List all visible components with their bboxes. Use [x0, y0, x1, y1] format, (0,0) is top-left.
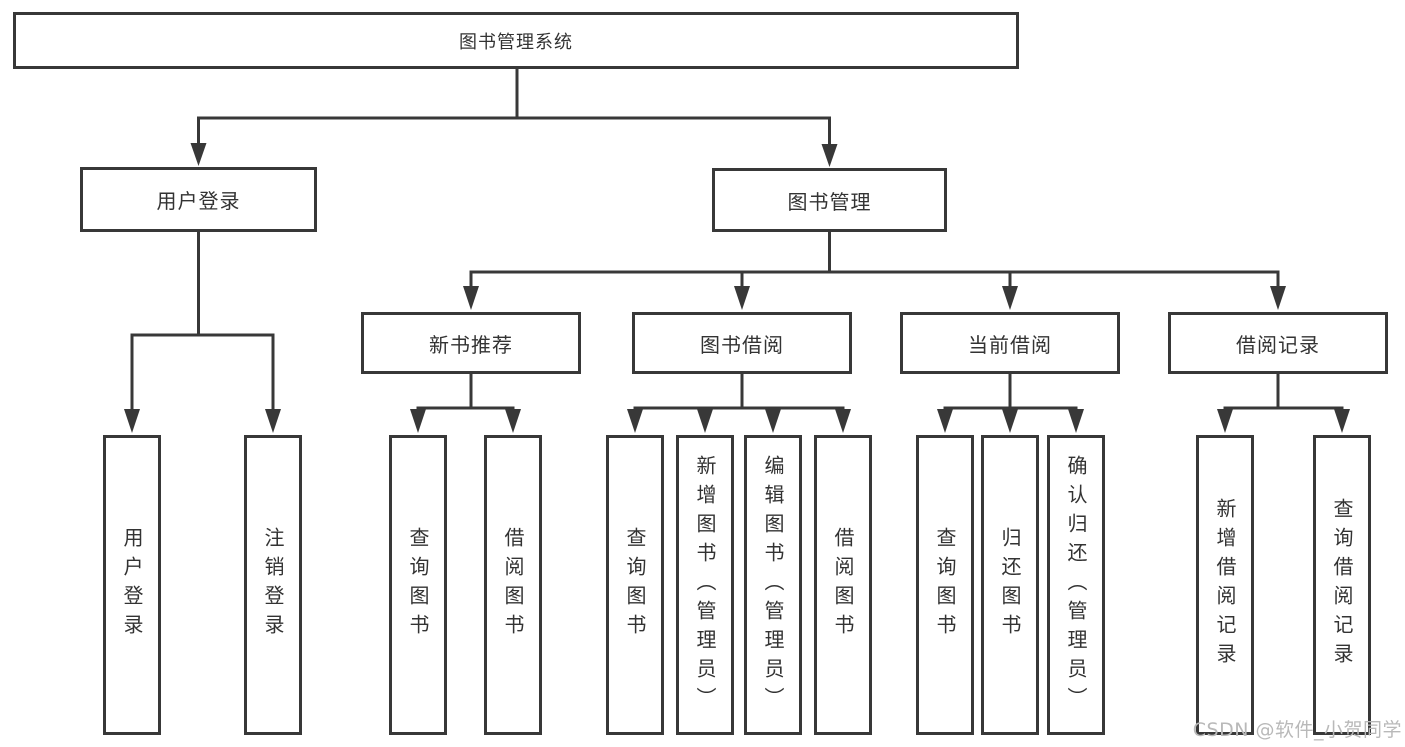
node-label: 新增图书（管理员） [693, 454, 717, 716]
node-label: 归还图书 [998, 527, 1022, 643]
node-confirm-return-admin: 确认归还（管理员） [1047, 435, 1105, 735]
node-edit-books-admin: 编辑图书（管理员） [744, 435, 802, 735]
connector-book-management-children [463, 232, 1286, 310]
node-label: 注销登录 [261, 527, 285, 643]
node-add-books-admin: 新增图书（管理员） [676, 435, 734, 735]
connector-current-borrowing-children [937, 374, 1084, 433]
node-logout-leaf: 注销登录 [244, 435, 302, 735]
node-label: 查询借阅记录 [1330, 498, 1354, 672]
node-query-borrow-record: 查询借阅记录 [1313, 435, 1371, 735]
node-new-book-recommend: 新书推荐 [361, 312, 581, 374]
connector-new-book-recommend-children [410, 374, 521, 433]
connector-book-borrowing-children [627, 374, 851, 433]
node-borrow-books-recommend: 借阅图书 [484, 435, 542, 735]
node-current-borrowing: 当前借阅 [900, 312, 1120, 374]
node-query-books-recommend: 查询图书 [389, 435, 447, 735]
node-label: 用户登录 [120, 527, 144, 643]
node-label: 确认归还（管理员） [1064, 454, 1088, 716]
node-label: 查询图书 [933, 527, 957, 643]
node-label: 查询图书 [623, 527, 647, 643]
node-query-books-current: 查询图书 [916, 435, 974, 735]
connector-borrowing-records-children [1217, 374, 1350, 433]
node-query-books-borrowing: 查询图书 [606, 435, 664, 735]
node-borrow-books-leaf: 借阅图书 [814, 435, 872, 735]
node-user-login-leaf: 用户登录 [103, 435, 161, 735]
node-user-login: 用户登录 [80, 167, 317, 232]
node-book-management: 图书管理 [712, 168, 947, 232]
node-root: 图书管理系统 [13, 12, 1019, 69]
node-book-borrowing: 图书借阅 [632, 312, 852, 374]
node-label: 新增借阅记录 [1213, 498, 1237, 672]
node-borrowing-records: 借阅记录 [1168, 312, 1388, 374]
node-return-books-leaf: 归还图书 [981, 435, 1039, 735]
csdn-watermark: CSDN @软件_小贺同学 [1192, 719, 1402, 741]
connector-user-login-children [124, 232, 281, 433]
connector-root-to-level2 [190, 69, 838, 167]
node-add-borrow-record: 新增借阅记录 [1196, 435, 1254, 735]
node-label: 查询图书 [406, 527, 430, 643]
node-label: 借阅图书 [501, 527, 525, 643]
node-label: 编辑图书（管理员） [761, 454, 785, 716]
node-label: 借阅图书 [831, 527, 855, 643]
